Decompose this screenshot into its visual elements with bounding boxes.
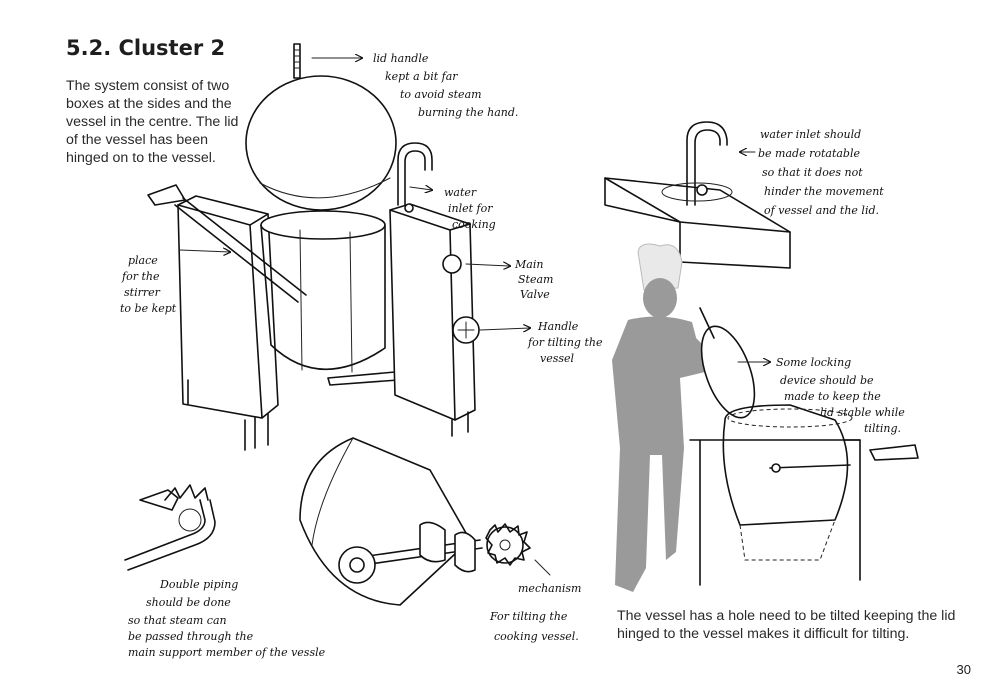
annotation-tilt-handle: Handle for tilting the vessel: [527, 320, 606, 365]
annotation-tilting-mechanism: For tilting the cooking vessel.: [489, 610, 579, 643]
annotation-main-steam-valve: Main Steam Valve: [514, 258, 557, 301]
annotation-double-piping: Double piping should be done so that ste…: [128, 578, 326, 659]
annotation-lid-handle: lid handle kept a bit far to avoid steam…: [373, 52, 518, 119]
annotation-water-inlet: water inlet for cooking: [444, 186, 496, 231]
section-heading: 5.2. Cluster 2: [66, 36, 226, 60]
annotation-locking-device: Some locking device should be made to ke…: [776, 356, 908, 435]
figure-caption: The vessel has a hole need to be tilted …: [617, 608, 956, 642]
annotation-mechanism: mechanism: [518, 582, 581, 595]
tilting-kettle-sketch: [147, 43, 480, 451]
double-piping-sketch: [124, 484, 216, 571]
rotatable-inlet-sketch: [604, 121, 791, 269]
intro-paragraph: The system consist of two boxes at the s…: [66, 78, 239, 166]
chef-silhouette: [612, 243, 714, 592]
annotation-rotatable-inlet: water inlet should be made rotatable so …: [758, 128, 887, 217]
tilted-kettle-sketch: [689, 307, 919, 586]
annotation-stirrer-place: place for the stirrer to be kept: [120, 254, 177, 315]
tilting-mechanism-sketch: [299, 437, 551, 606]
page-number: 30: [956, 662, 971, 677]
